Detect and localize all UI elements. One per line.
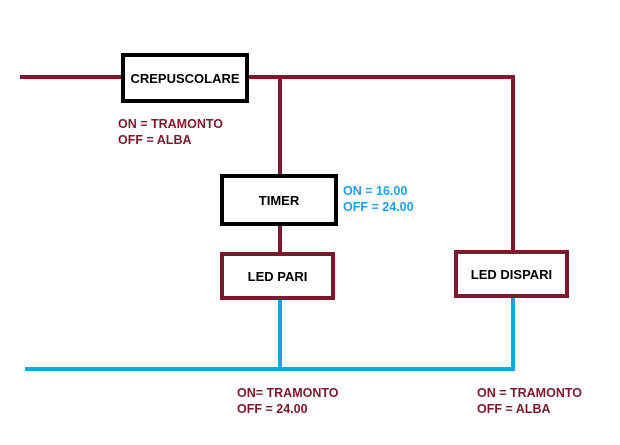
crepuscolare-label: CREPUSCOLARE: [130, 70, 240, 86]
led-dispari-note-on: ON = TRAMONTO: [477, 386, 582, 400]
crepuscolare-note-off: OFF = ALBA: [118, 133, 192, 147]
timer-block: TIMER: [220, 174, 338, 226]
led-pari-note-off: OFF = 24.00: [237, 402, 308, 416]
timer-note-on: ON = 16.00: [343, 184, 408, 198]
led-pari-label: LED PARI: [247, 268, 308, 284]
led-pari-note-on: ON= TRAMONTO: [237, 386, 339, 400]
led-pari-note: ON= TRAMONTO OFF = 24.00: [237, 385, 339, 417]
timer-label: TIMER: [258, 192, 300, 208]
led-pari-block: LED PARI: [220, 252, 335, 300]
timer-note-off: OFF = 24.00: [343, 200, 414, 214]
crepuscolare-note: ON = TRAMONTO OFF = ALBA: [118, 116, 223, 148]
crepuscolare-note-on: ON = TRAMONTO: [118, 117, 223, 131]
led-dispari-note-off: OFF = ALBA: [477, 402, 551, 416]
led-dispari-label: LED DISPARI: [470, 266, 553, 282]
timer-note: ON = 16.00 OFF = 24.00: [343, 183, 414, 215]
led-dispari-block: LED DISPARI: [454, 250, 569, 298]
crepuscolare-block: CREPUSCOLARE: [121, 53, 249, 103]
led-dispari-note: ON = TRAMONTO OFF = ALBA: [477, 385, 582, 417]
